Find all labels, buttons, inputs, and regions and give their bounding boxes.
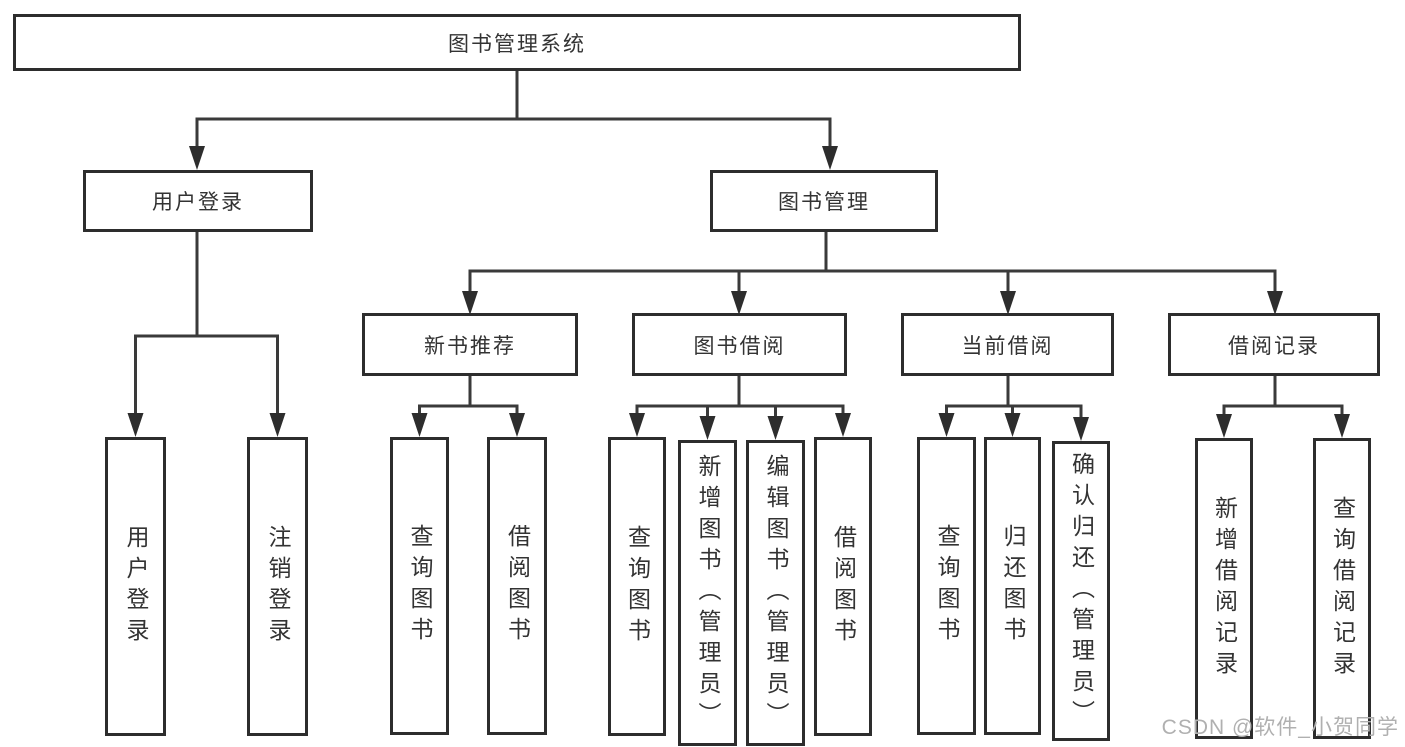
leaf-query-book: 查询图书: [608, 437, 666, 736]
leaf-logout: 注销登录: [247, 437, 308, 736]
leaf-label: 查询图书: [934, 524, 960, 648]
node-root-system: 图书管理系统: [13, 14, 1021, 71]
node-book-management: 图书管理: [710, 170, 938, 232]
leaf-confirm-return-admin: 确认归还（管理员）: [1052, 441, 1110, 741]
leaf-label: 编辑图书（管理员）: [763, 453, 789, 733]
node-current-borrow: 当前借阅: [901, 313, 1114, 376]
leaf-label: 查询图书: [624, 524, 651, 649]
leaf-label: 确认归还（管理员）: [1068, 451, 1095, 731]
leaf-query-current-book: 查询图书: [917, 437, 976, 735]
node-user-login: 用户登录: [83, 170, 313, 232]
leaf-edit-book-admin: 编辑图书（管理员）: [746, 440, 805, 746]
node-borrow-records: 借阅记录: [1168, 313, 1380, 376]
leaf-query-borrow-record: 查询借阅记录: [1313, 438, 1371, 739]
leaf-label: 用户登录: [123, 524, 149, 649]
csdn-watermark: CSDN @软件_小贺同学: [1161, 716, 1399, 739]
node-book-borrow: 图书借阅: [632, 313, 847, 376]
node-new-book-recommend: 新书推荐: [362, 313, 578, 376]
leaf-label: 查询借阅记录: [1329, 495, 1356, 682]
leaf-label: 查询图书: [407, 524, 433, 648]
leaf-label: 新增图书（管理员）: [695, 453, 721, 733]
leaf-add-borrow-record: 新增借阅记录: [1195, 438, 1253, 739]
leaf-label: 借阅图书: [504, 524, 531, 648]
leaf-label: 借阅图书: [830, 524, 857, 649]
leaf-add-book-admin: 新增图书（管理员）: [678, 440, 737, 746]
leaf-query-book-recommend: 查询图书: [390, 437, 449, 735]
leaf-label: 注销登录: [265, 524, 291, 649]
leaf-return-book: 归还图书: [984, 437, 1041, 735]
leaf-label: 新增借阅记录: [1211, 495, 1238, 682]
leaf-borrow-book-recommend: 借阅图书: [487, 437, 547, 735]
leaf-borrow-book: 借阅图书: [814, 437, 872, 736]
leaf-label: 归还图书: [1000, 524, 1026, 648]
leaf-user-login: 用户登录: [105, 437, 166, 736]
